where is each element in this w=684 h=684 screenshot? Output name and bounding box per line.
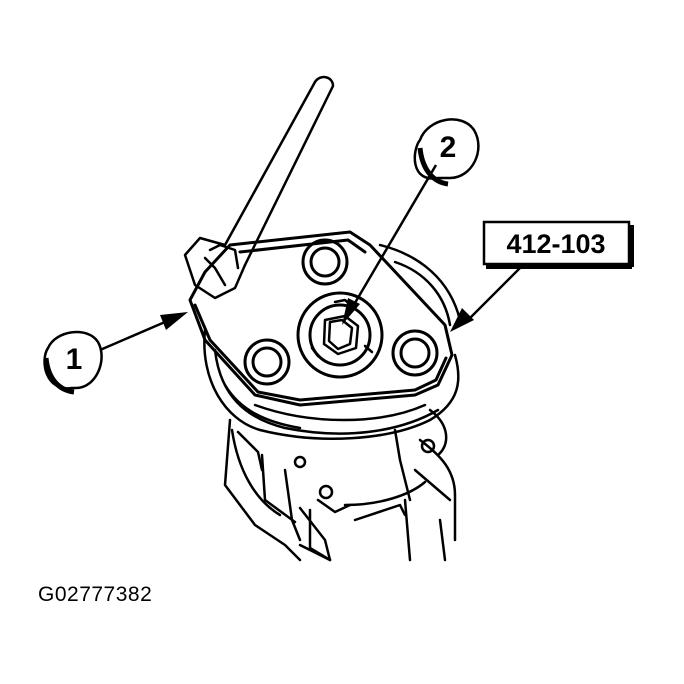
callout-1-leader <box>99 320 166 352</box>
callout-2-arrowhead <box>342 298 360 325</box>
hub-nut <box>310 298 374 358</box>
tool-number-leader <box>469 267 521 319</box>
compressor-body <box>223 418 457 562</box>
tool-number-box <box>482 220 631 266</box>
callout-2: 2 <box>342 118 480 325</box>
callout-2-leader <box>350 164 438 309</box>
tool-number-label: 412-103 <box>506 229 605 259</box>
tool-number-arrowhead <box>450 308 474 332</box>
holding-tool-plate <box>188 230 454 407</box>
tool-handle <box>183 75 335 300</box>
figure-id: G02777382 <box>38 583 153 606</box>
callout-1-arrowhead <box>160 312 188 330</box>
callout-2-label: 2 <box>440 131 457 164</box>
callout-1: 1 <box>43 312 188 395</box>
callout-1-label: 1 <box>66 343 83 376</box>
tool-number-callout: 412-103 <box>450 220 634 332</box>
clutch-pulley <box>203 243 462 457</box>
